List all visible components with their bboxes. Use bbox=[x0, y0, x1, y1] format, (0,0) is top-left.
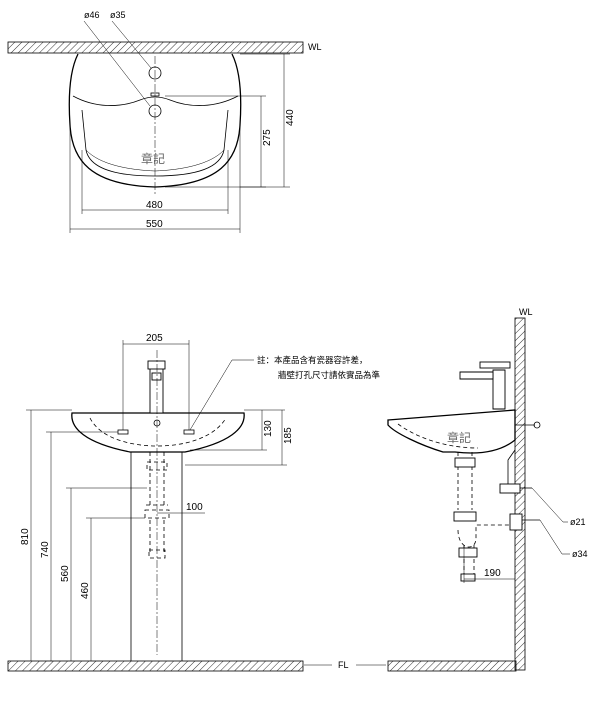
bracket-right bbox=[183, 429, 195, 435]
basin-front bbox=[71, 412, 245, 453]
basin-bowl-hidden bbox=[89, 417, 227, 447]
dim-440: 440 bbox=[285, 109, 296, 126]
dim-560: 560 bbox=[60, 565, 71, 582]
hole-label-35: ø35 bbox=[110, 10, 126, 20]
basin-side-inner bbox=[397, 423, 479, 449]
basin-side bbox=[387, 409, 516, 454]
trap-side-nut-4 bbox=[460, 573, 476, 582]
faucet-side bbox=[492, 369, 506, 410]
dim-185: 185 bbox=[283, 427, 294, 444]
trap-side-nut-1 bbox=[454, 457, 476, 468]
dim-480: 480 bbox=[146, 200, 163, 211]
leader-35 bbox=[111, 20, 152, 69]
dim-550: 550 bbox=[146, 219, 163, 230]
faucet-lever-side bbox=[479, 361, 511, 369]
dia-21: ø21 bbox=[570, 517, 586, 527]
leader-46 bbox=[83, 20, 151, 107]
wall-flange bbox=[509, 513, 523, 531]
wall-label-side: WL bbox=[519, 307, 533, 317]
wall-hatch-side bbox=[514, 317, 526, 671]
bracket-left bbox=[117, 429, 129, 435]
faucet-spout-front bbox=[151, 372, 162, 381]
dim-100: 100 bbox=[186, 502, 203, 513]
faucet-spout-side bbox=[459, 371, 494, 380]
floor-label: FL bbox=[338, 660, 349, 670]
top-view: WL 章記 ø46 ø35 275 440 480 bbox=[7, 10, 322, 233]
dim-190: 190 bbox=[484, 568, 501, 579]
leader-34 bbox=[539, 519, 563, 555]
trap-side bbox=[457, 452, 515, 580]
dim-460: 460 bbox=[80, 582, 91, 599]
front-view: FL 205 註：本產品含有瓷器容許差， 牆壁打孔尺寸請依實品為準 bbox=[7, 333, 386, 672]
leader-21 bbox=[531, 487, 564, 523]
stamp-top: 章記 bbox=[141, 151, 165, 166]
floor-hatch-front bbox=[7, 660, 304, 672]
note-leader-d bbox=[189, 359, 233, 431]
valve-knob bbox=[533, 421, 541, 429]
wall-hatch-top bbox=[7, 41, 304, 54]
pedestal-front bbox=[130, 452, 183, 661]
side-view: WL 章記 190 ø21 ø3 bbox=[387, 307, 588, 672]
wall-label-top: WL bbox=[308, 42, 322, 52]
trap-side-nut-2 bbox=[453, 511, 477, 522]
dim-740: 740 bbox=[40, 541, 51, 558]
trap-side-nut-3 bbox=[458, 547, 478, 558]
dim-205: 205 bbox=[146, 333, 163, 344]
supply-fitting bbox=[499, 483, 521, 494]
dim-810: 810 bbox=[20, 528, 31, 545]
floor-hatch-side bbox=[387, 660, 517, 672]
note-line2: 牆壁打孔尺寸請依實品為準 bbox=[278, 370, 381, 380]
note-line1: 註：本產品含有瓷器容許差， bbox=[257, 355, 368, 365]
faucet-handle-front bbox=[147, 360, 166, 370]
stamp-side: 章記 bbox=[447, 430, 471, 445]
hole-label-46: ø46 bbox=[84, 10, 100, 20]
dim-275: 275 bbox=[262, 129, 273, 146]
dia-34: ø34 bbox=[572, 549, 588, 559]
dim-130: 130 bbox=[263, 420, 274, 437]
